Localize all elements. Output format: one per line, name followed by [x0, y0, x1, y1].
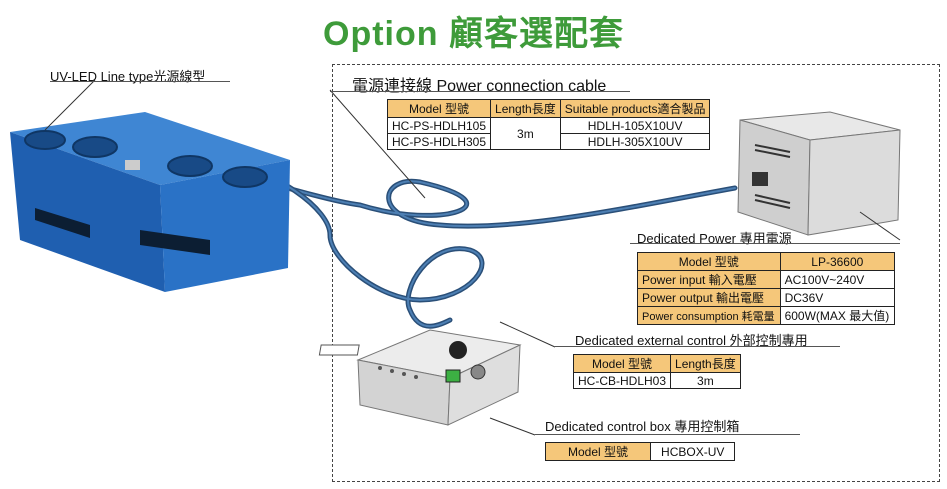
cell-model: HC-CB-HDLH03	[572, 372, 672, 389]
cell-value: LP-36600	[779, 252, 896, 271]
power-cable-table: Model 型號 Length長度 Suitable products適合製品 …	[386, 99, 711, 150]
cables	[147, 140, 738, 329]
cell-key: Power input 輸入電壓	[637, 270, 781, 289]
table-row: Power input 輸入電壓 AC100V~240V	[637, 270, 896, 289]
power-cable-underline	[330, 91, 630, 92]
cell-key: Power consumption 耗電量	[637, 306, 781, 325]
power-supply-table: Model 型號 LP-36600 Power input 輸入電壓 AC100…	[637, 252, 896, 325]
cell-product: HDLH-305X10UV	[559, 133, 711, 150]
power-cable-label: 電源連接線 Power connection cable	[352, 78, 607, 95]
table-row: Model 型號 LP-36600	[637, 252, 896, 271]
cell-value: AC100V~240V	[779, 270, 896, 289]
fan-icons	[24, 130, 268, 188]
control-box-underline	[535, 434, 800, 435]
control-box-table: Model 型號 HCBOX-UV	[544, 442, 736, 461]
table-row: Power consumption 耗電量 600W(MAX 最大值)	[637, 306, 896, 325]
cell-value: 600W(MAX 最大值)	[779, 306, 896, 325]
ext-control-label: Dedicated external control 外部控制專用	[575, 333, 808, 348]
ext-control-underline	[555, 346, 840, 347]
cell-model: HC-PS-HDLH305	[386, 133, 492, 150]
cell-value: HCBOX-UV	[650, 442, 736, 461]
col-header-products: Suitable products適合製品	[559, 99, 711, 118]
power-supply-box	[737, 111, 901, 236]
control-box	[318, 329, 522, 426]
leader-lines	[44, 79, 901, 436]
led-unit-label: UV-LED Line type光源線型	[50, 69, 206, 84]
cell-key: Model 型號	[637, 252, 781, 271]
page-title: Option 顧客選配套	[323, 15, 624, 53]
col-header-length: Length長度	[670, 354, 741, 373]
table-row: Model 型號 HCBOX-UV	[544, 442, 736, 461]
cell-key: Power output 輸出電壓	[637, 288, 781, 307]
cell-key: Model 型號	[544, 442, 652, 461]
table-row: HC-CB-HDLH03 3m	[572, 372, 741, 389]
vent-grille	[35, 208, 210, 255]
cell-length: 3m	[490, 117, 561, 150]
power-supply-underline	[630, 243, 900, 244]
cell-model: HC-PS-HDLH105	[386, 117, 492, 134]
uv-led-unit	[10, 112, 290, 292]
table-row: HC-PS-HDLH305 HDLH-305X10UV	[386, 133, 711, 150]
table-row: HC-PS-HDLH105 3m HDLH-105X10UV	[386, 117, 711, 150]
control-box-label: Dedicated control box 專用控制箱	[545, 419, 740, 434]
cell-product: HDLH-105X10UV	[559, 117, 711, 134]
col-header-model: Model 型號	[386, 99, 492, 118]
cell-length: 3m	[670, 372, 741, 389]
ext-control-table: Model 型號 Length長度 HC-CB-HDLH03 3m	[572, 354, 741, 389]
power-supply-label: Dedicated Power 專用電源	[637, 231, 792, 246]
table-row: Power output 輸出電壓 DC36V	[637, 288, 896, 307]
col-header-length: Length長度	[490, 99, 561, 118]
cell-value: DC36V	[779, 288, 896, 307]
options-frame	[332, 64, 940, 482]
led-label-underline	[50, 81, 230, 82]
col-header-model: Model 型號	[572, 354, 672, 373]
